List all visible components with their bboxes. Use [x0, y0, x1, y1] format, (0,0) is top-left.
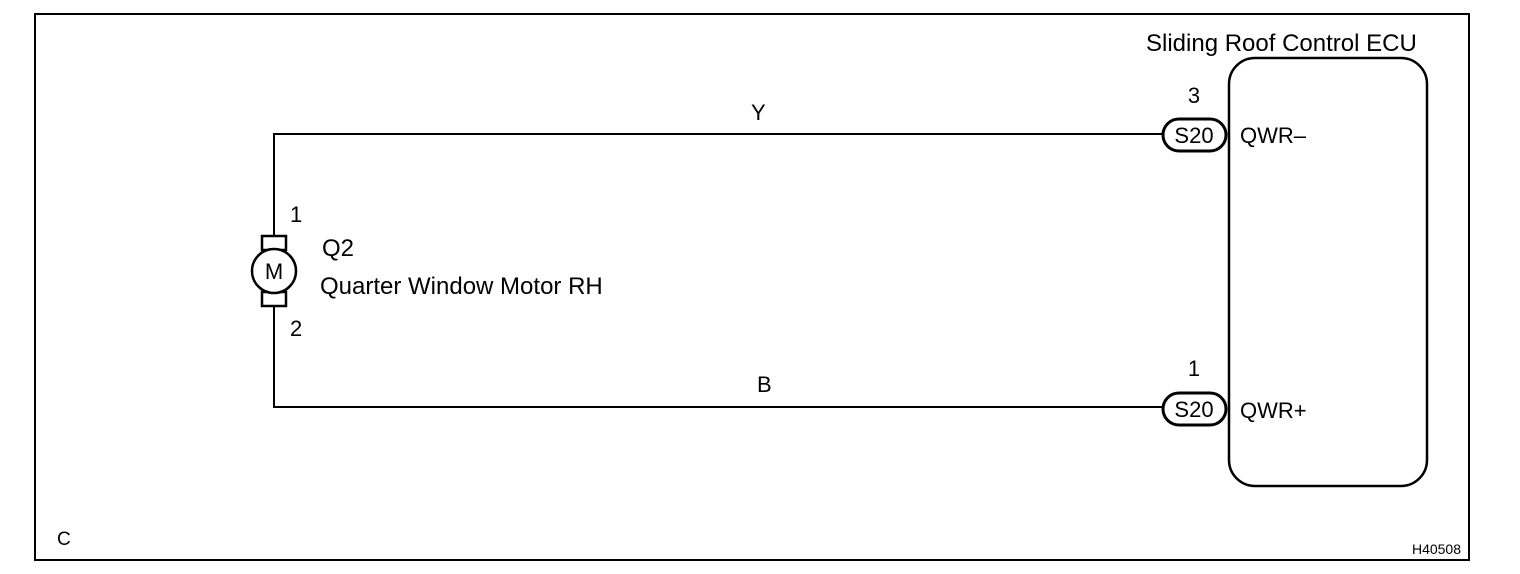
figure-id: H40508 [1412, 541, 1461, 557]
connector-s20-top [1161, 117, 1228, 153]
motor-icon [250, 234, 298, 308]
wire-color-label-y: Y [751, 100, 766, 125]
pin-number-top: 3 [1188, 83, 1200, 108]
wire-y [273, 133, 1163, 236]
wire-color-label-b: B [757, 372, 772, 397]
motor-pin-top: 1 [290, 202, 302, 227]
pin-number-bottom: 1 [1188, 356, 1200, 381]
ecu-box [1227, 56, 1429, 488]
wire-b [273, 306, 1163, 408]
motor-symbol-label: M [265, 259, 283, 284]
motor-pin-bottom: 2 [290, 316, 302, 341]
ecu-title: Sliding Roof Control ECU [1146, 30, 1417, 57]
connector-label-bottom: S20 [1174, 397, 1213, 422]
connector-label-top: S20 [1174, 123, 1213, 148]
connector-s20-bottom [1161, 391, 1228, 427]
corner-label: C [57, 529, 71, 550]
motor-name: Quarter Window Motor RH [320, 273, 603, 300]
signal-label-bottom: QWR+ [1240, 398, 1307, 423]
motor-code: Q2 [322, 235, 354, 262]
diagram-frame [34, 13, 1470, 561]
signal-label-top: QWR– [1240, 123, 1307, 148]
